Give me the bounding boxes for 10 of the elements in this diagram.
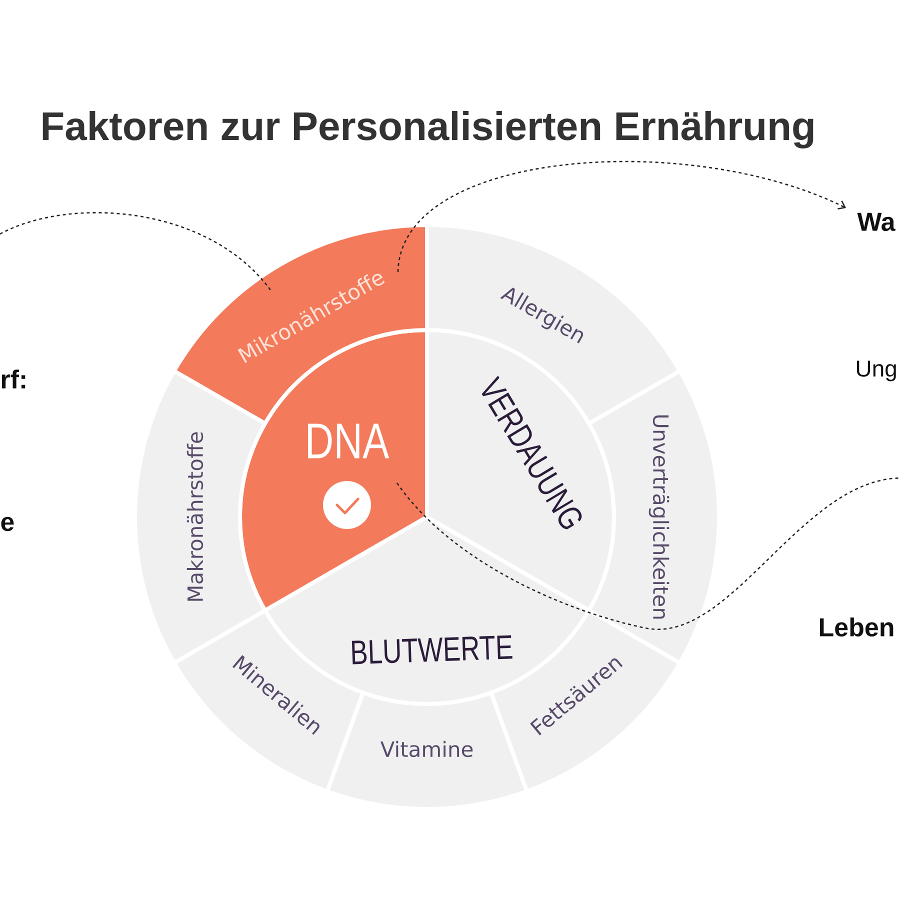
heading: rf: [2, 370, 26, 388]
dashed-line [0, 212, 272, 292]
heading: e [1, 516, 14, 532]
dashed-line [396, 477, 900, 630]
ring-segment: Vitamine [325, 690, 529, 811]
heading: Leben [820, 617, 894, 637]
dashed-arrow [397, 161, 846, 272]
title: Faktoren zur Personalisierten Ernährung [42, 111, 814, 148]
heading: Wa [857, 212, 896, 232]
side-text: Ung [856, 360, 896, 382]
